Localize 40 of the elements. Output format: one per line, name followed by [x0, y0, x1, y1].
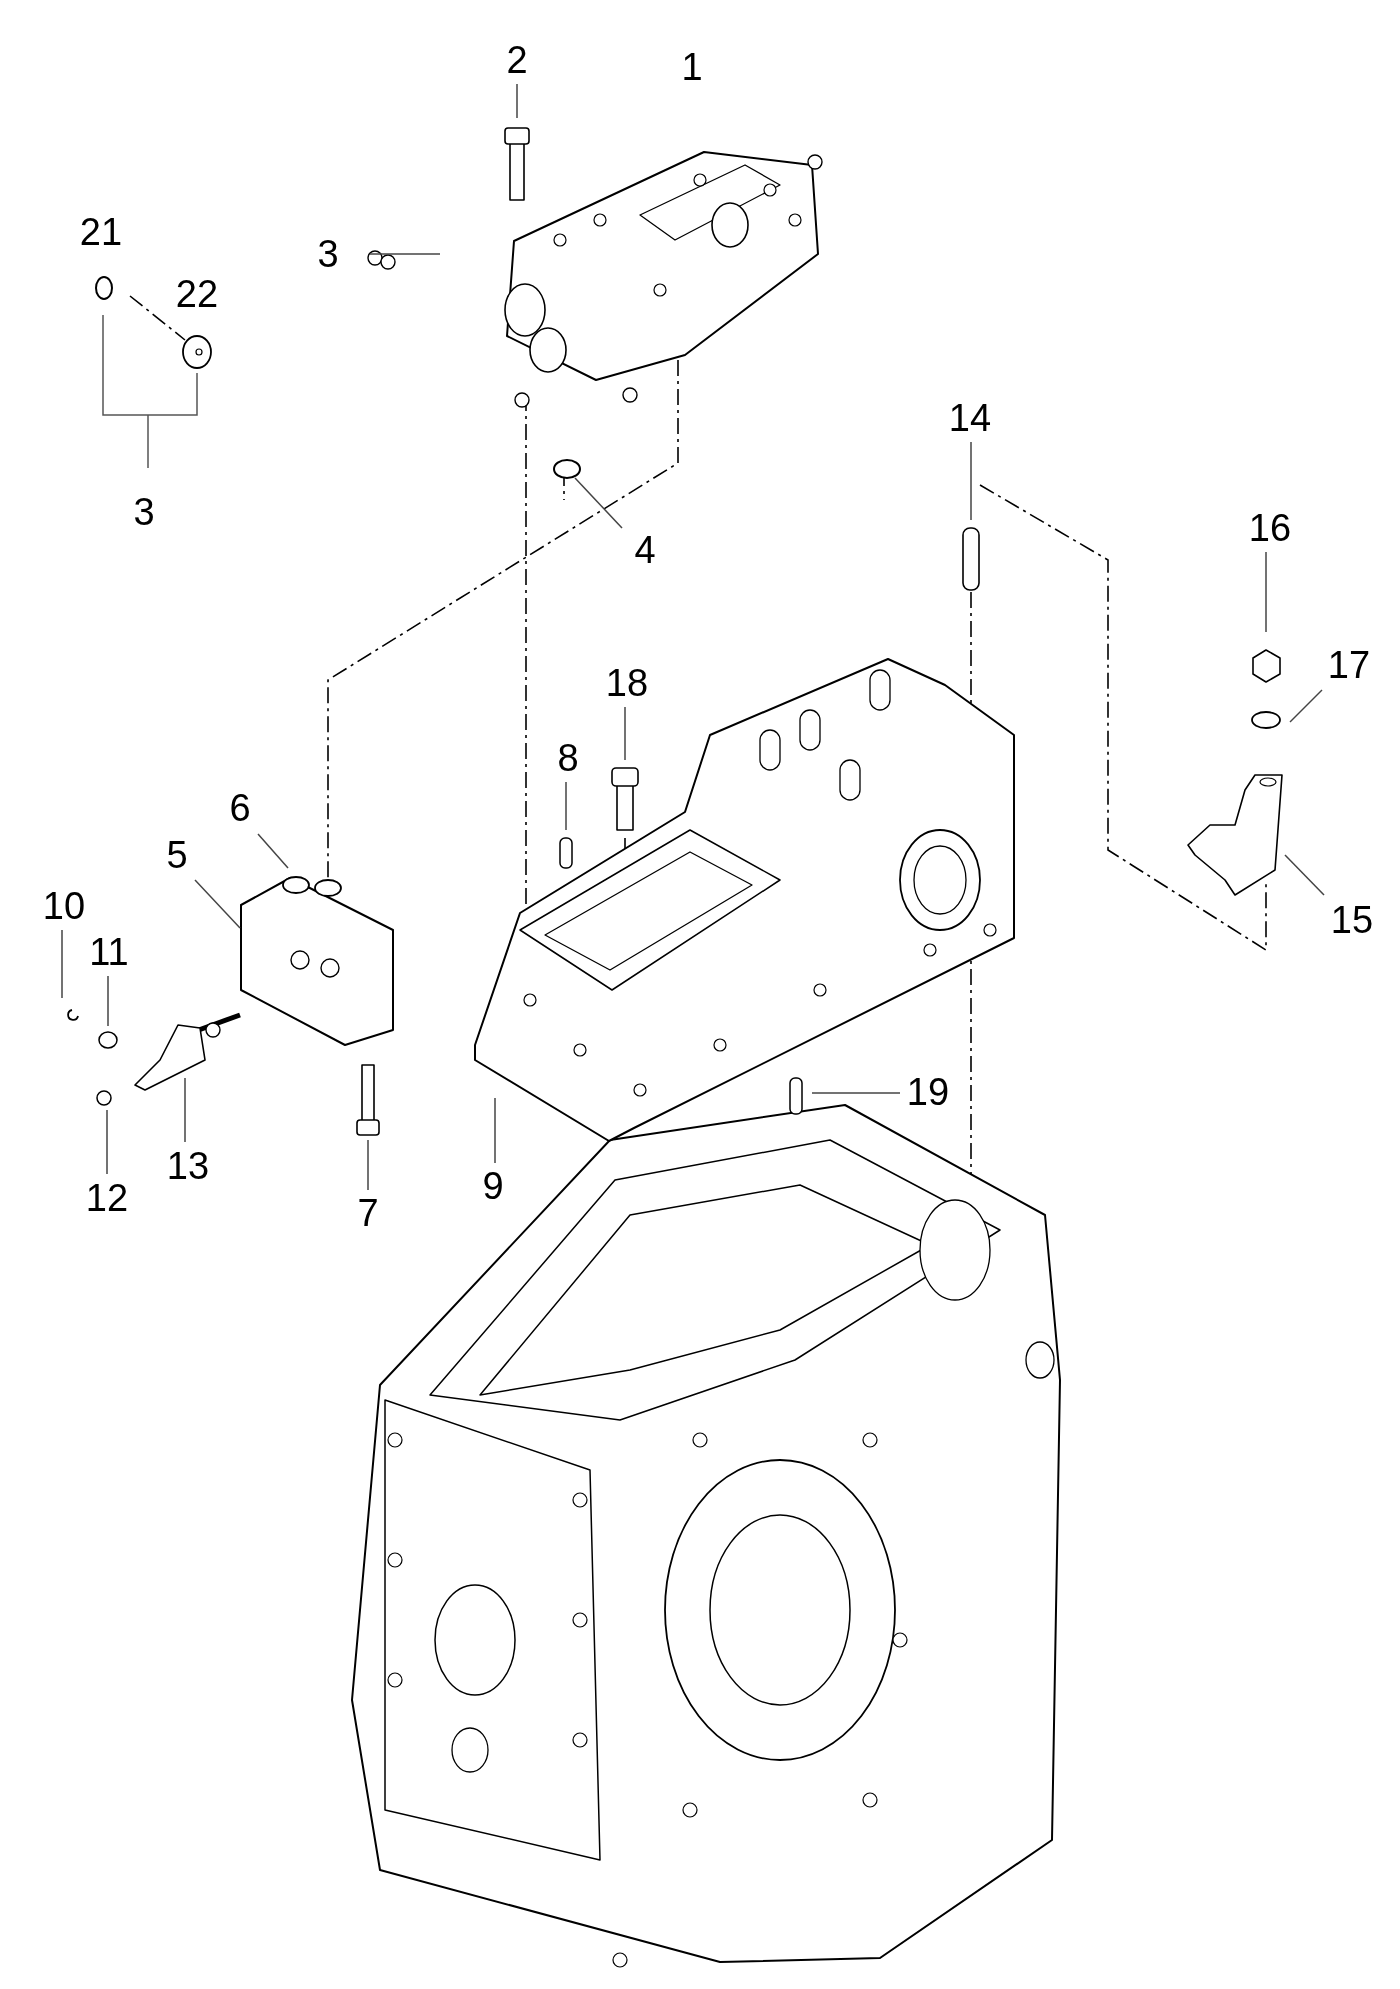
callout-number: 8: [557, 738, 579, 778]
callout-number: 19: [906, 1072, 950, 1112]
callout-number: 21: [79, 212, 123, 252]
leader-line: [516, 83, 518, 119]
callout-number: 13: [166, 1146, 210, 1186]
callout-number: 17: [1327, 645, 1371, 685]
leader-line: [369, 253, 441, 255]
leader-line: [494, 1097, 496, 1164]
leader-line: [107, 975, 109, 1027]
leader-line: [1265, 551, 1267, 633]
callout-number: 22: [175, 274, 219, 314]
leader-line: [624, 706, 626, 761]
callout-number: 16: [1248, 508, 1292, 548]
leader-line: [1284, 854, 1325, 896]
callout-number: 14: [948, 398, 992, 438]
callout-number: 5: [166, 835, 188, 875]
leader-line: [367, 1139, 369, 1191]
callout-number: 15: [1330, 900, 1374, 940]
leader-line: [106, 1109, 108, 1175]
leader-line: [565, 781, 567, 831]
leader-line: [574, 477, 623, 529]
callout-number: 6: [229, 788, 251, 828]
callout-number: 18: [605, 663, 649, 703]
leader-line: [811, 1092, 901, 1094]
callout-number: 4: [634, 530, 656, 570]
callout-number: 2: [506, 40, 528, 80]
leader-line: [257, 833, 289, 869]
callout-number: 1: [681, 47, 703, 87]
callout-number: 10: [42, 886, 86, 926]
leader-line: [184, 1077, 186, 1143]
callout-number: 11: [89, 932, 129, 972]
leader-line: [61, 929, 63, 999]
callout-number: 3: [133, 492, 155, 532]
callout-number: 7: [357, 1193, 379, 1233]
callout-number: 9: [482, 1166, 504, 1206]
leader-line: [970, 441, 972, 521]
callout-number: 12: [85, 1178, 129, 1218]
leader-line: [194, 879, 241, 929]
callout-number: 3: [317, 234, 339, 274]
leader-line: [1289, 689, 1323, 723]
